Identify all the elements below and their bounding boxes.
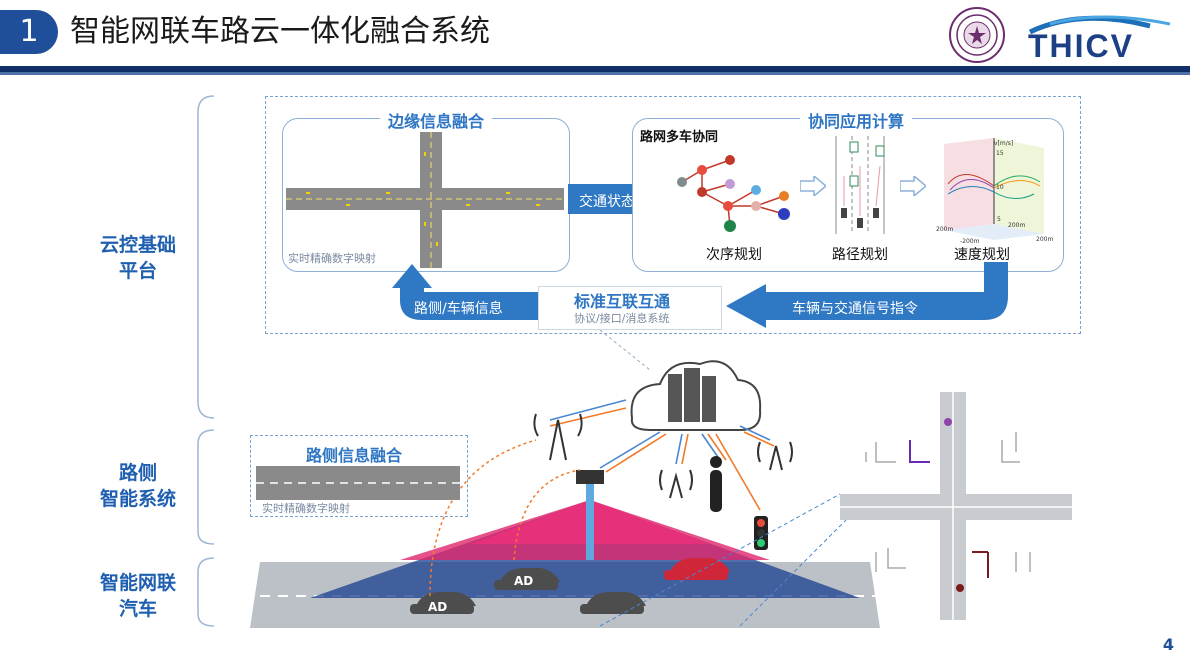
edge-fusion-caption: 实时精确数字映射 [288,252,376,265]
speed-plot-v10: 10 [996,184,1004,191]
return-command-label: 车辆与交通信号指令 [792,301,918,317]
plan-label-speed: 速度规划 [954,247,1010,263]
traffic-state-label: 交通状态 [579,194,635,210]
plan-label-route: 路径规划 [832,247,888,263]
chevron-right-icon-1 [800,176,826,196]
label-cloud-platform: 云控基础 平台 [99,234,176,282]
standard-interconnect-box [538,286,722,330]
ad-label-1: AD [514,574,534,588]
thicv-logo: THICV [1010,6,1180,64]
left-brackets [197,95,215,627]
upload-info-arrow[interactable] [392,264,538,322]
roadside-fusion-title: 路侧信息融合 [306,446,403,465]
speed-plot-x-right: 200m [1036,236,1054,243]
right-intersection-map [840,392,1072,620]
network-coop-label: 路网多车协同 [640,130,719,145]
speed-plot-neg: -200m [960,238,980,245]
coop-compute-title: 协同应用计算 [800,108,913,132]
upload-info-label: 路侧/车辆信息 [414,301,503,317]
speed-plot-x-mid: 200m [1008,222,1026,229]
speed-plot-v5: 5 [997,216,1001,223]
chevron-right-icon-2 [900,176,926,196]
ad-label-2: AD [428,600,448,614]
logo-text: THICV [1028,28,1134,64]
header-rule [0,66,1190,72]
speed-plot-v-axis: v[m/s] [994,140,1014,147]
roadside-fusion-caption: 实时精确数字映射 [262,502,350,515]
zoom-connector-lines [600,493,847,627]
roadside-fusion-panel [250,435,468,517]
label-roadside-system: 路侧 智能系统 [99,462,176,510]
intersection-digital-map [286,132,564,268]
standard-interconnect-title: 标准互联互通 [574,292,671,311]
speed-planning-plot [944,138,1044,240]
standard-interconnect-subtitle: 协议/接口/消息系统 [574,312,670,325]
page-number: 4 [1162,635,1174,654]
plan-label-sequence: 次序规划 [706,247,762,263]
header-rule-accent [0,72,1190,75]
sequence-planning-graph [677,155,790,232]
speed-plot-x-left: 200m [936,226,954,233]
route-planning-lanes [835,136,885,234]
v2x-scene [250,330,880,628]
page-title: 智能网联车路云一体化融合系统 [70,14,490,49]
cloud-platform-panel [265,96,1081,334]
speed-plot-v15: 15 [996,150,1004,157]
edge-fusion-title: 边缘信息融合 [380,108,493,132]
roadside-road-map [256,466,460,500]
return-command-arrow[interactable] [726,262,1016,328]
label-connected-vehicle: 智能网联 汽车 [99,572,176,620]
university-seal-logo [948,6,1006,64]
section-number-badge: 1 [0,10,58,54]
